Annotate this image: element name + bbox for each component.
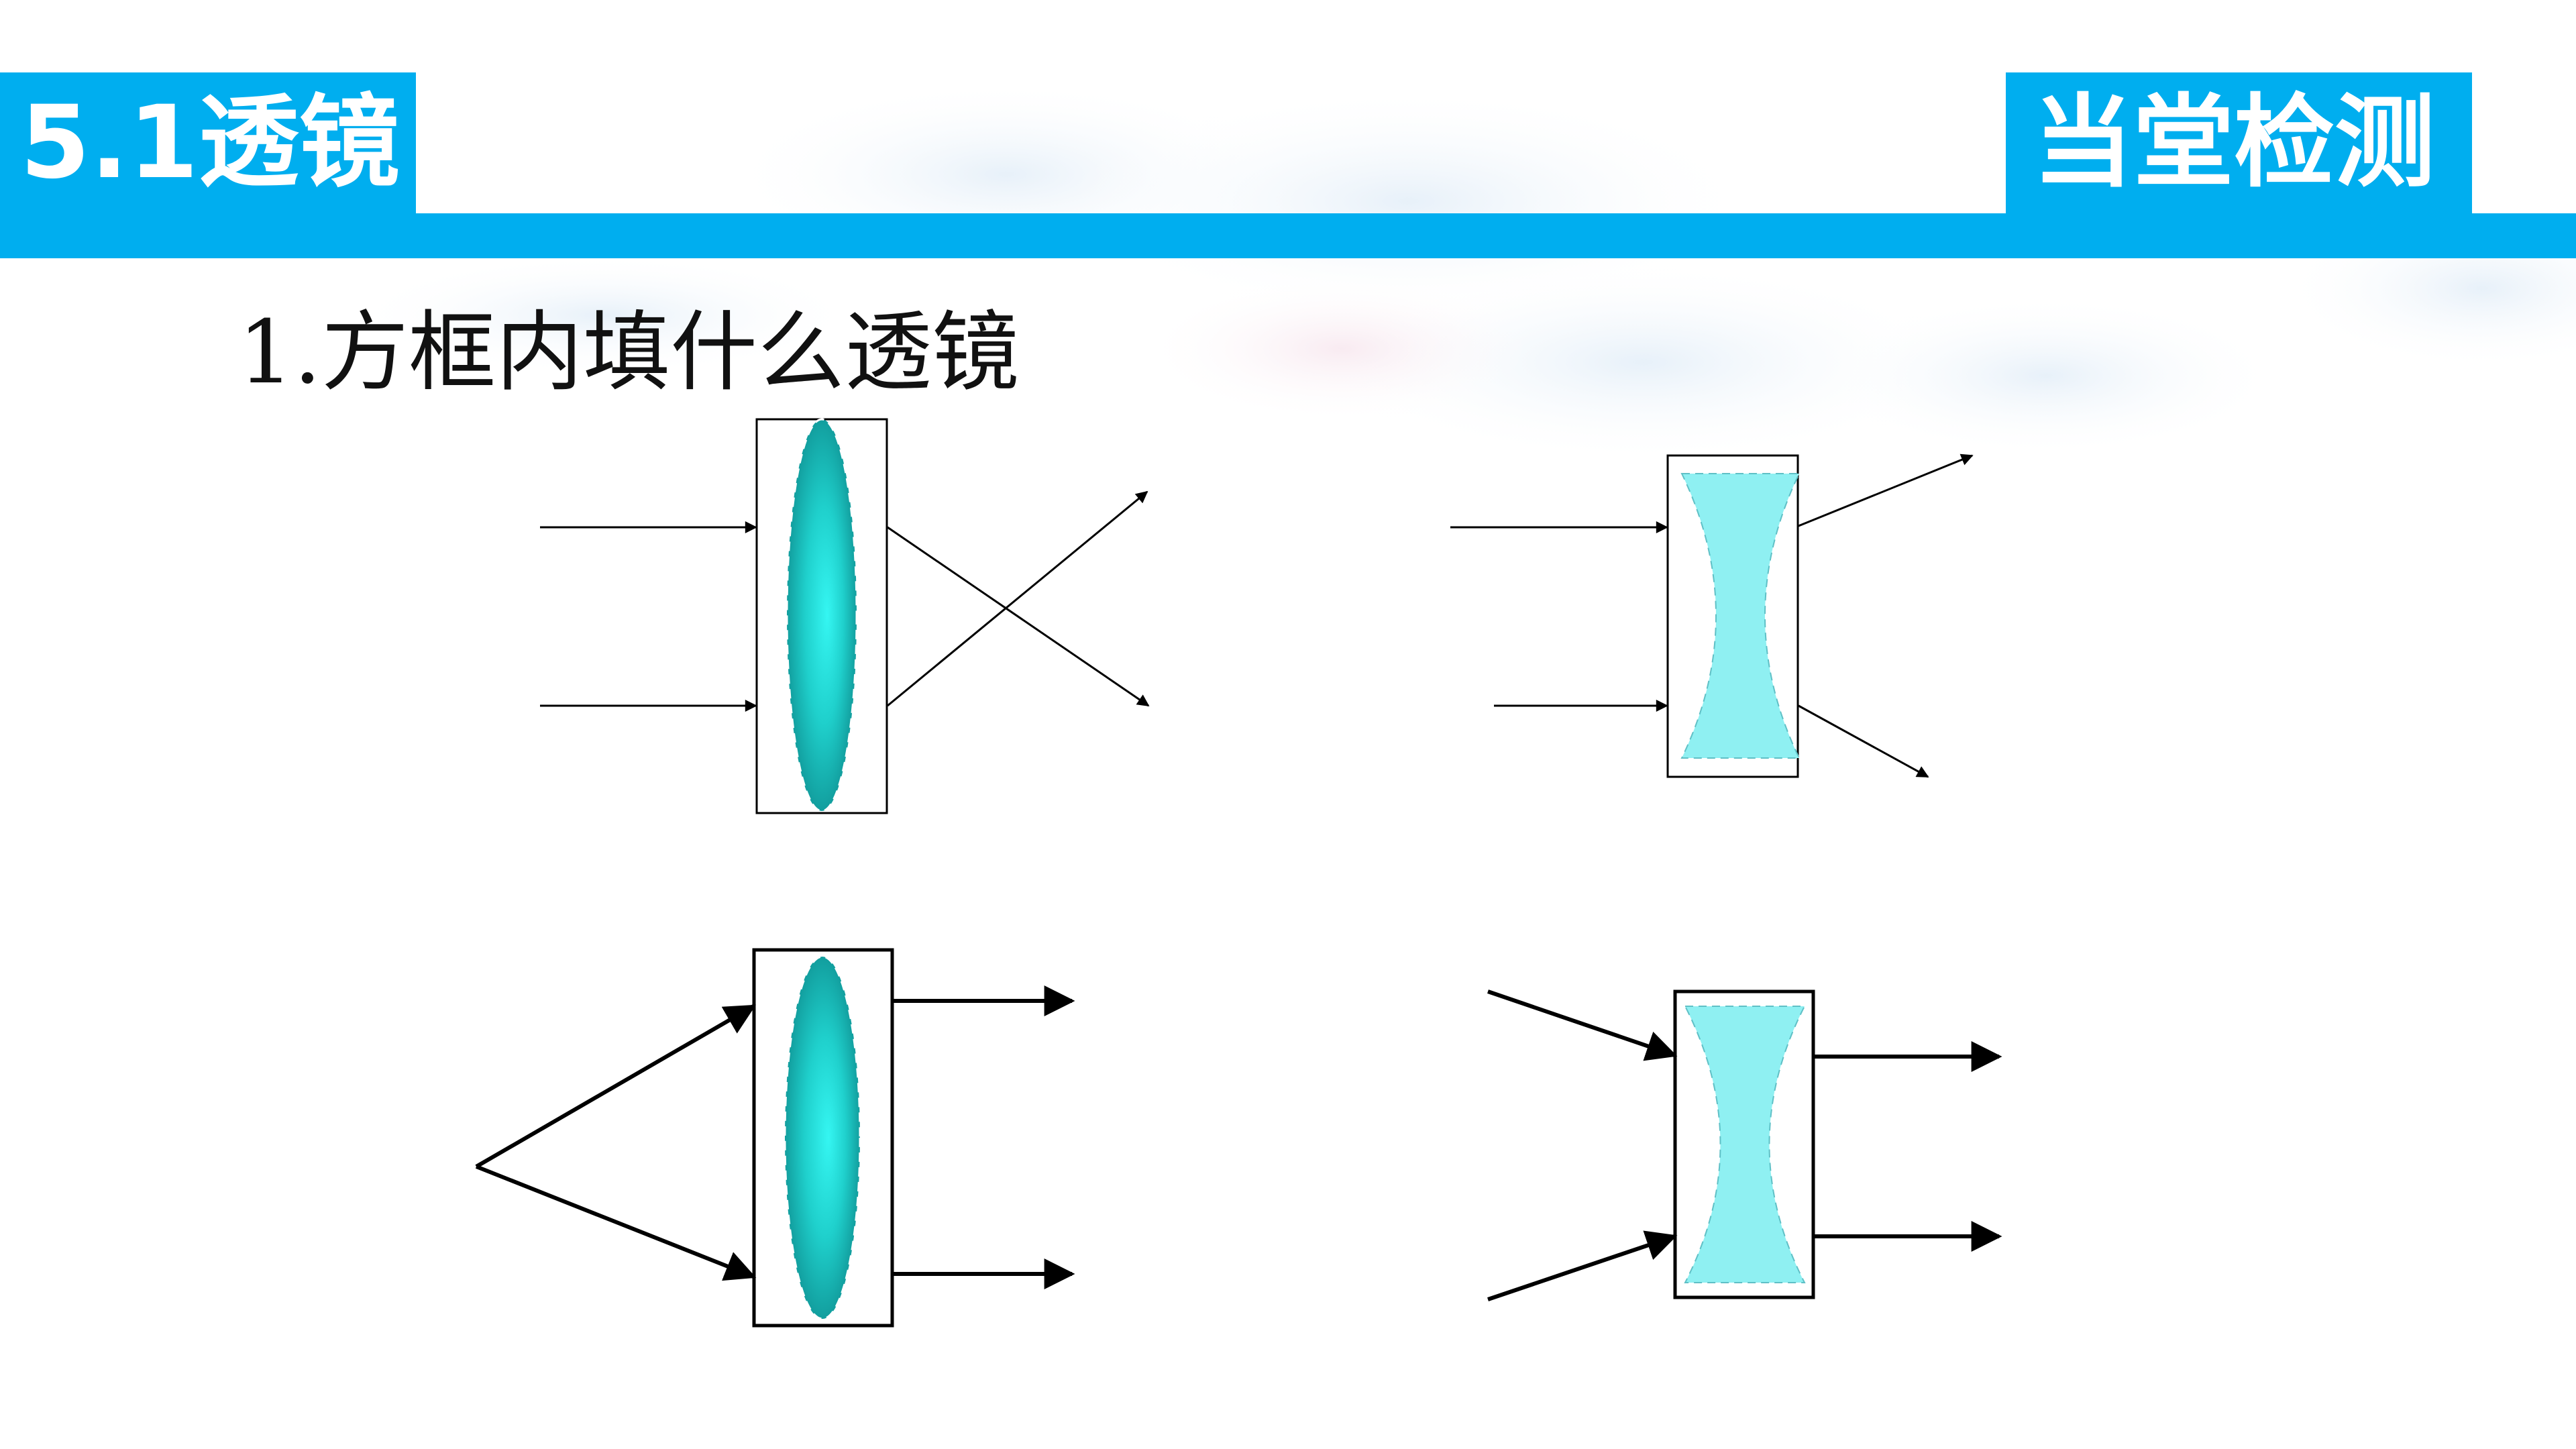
convex-lens-1 bbox=[786, 418, 858, 812]
question-text: 1.方框内填什么透镜 bbox=[238, 301, 1020, 403]
incident-ray-3a bbox=[475, 1004, 756, 1169]
incident-ray-4b bbox=[1487, 1230, 1678, 1301]
lesson-title: 5.1透镜 bbox=[0, 72, 416, 213]
concave-lens-4 bbox=[1684, 1006, 1806, 1283]
concave-lens-2 bbox=[1680, 473, 1801, 759]
convex-lens-3 bbox=[784, 955, 861, 1320]
refracted-ray-1a bbox=[887, 526, 1150, 707]
diagram-4-concave-collimating bbox=[1487, 989, 2002, 1301]
section-title: 当堂检测 bbox=[2006, 72, 2472, 213]
refracted-ray-2b bbox=[1798, 704, 1929, 778]
diagram-2-concave-diverging bbox=[1450, 453, 1974, 778]
refracted-ray-2a bbox=[1798, 453, 1974, 527]
diagram-1-convex-converging bbox=[540, 418, 1150, 814]
header-band bbox=[0, 213, 2576, 258]
refracted-ray-1b bbox=[887, 490, 1148, 707]
incident-ray-3b bbox=[475, 1165, 757, 1281]
incident-ray-4a bbox=[1487, 989, 1678, 1061]
diagram-3-convex-collimating bbox=[475, 948, 1075, 1328]
